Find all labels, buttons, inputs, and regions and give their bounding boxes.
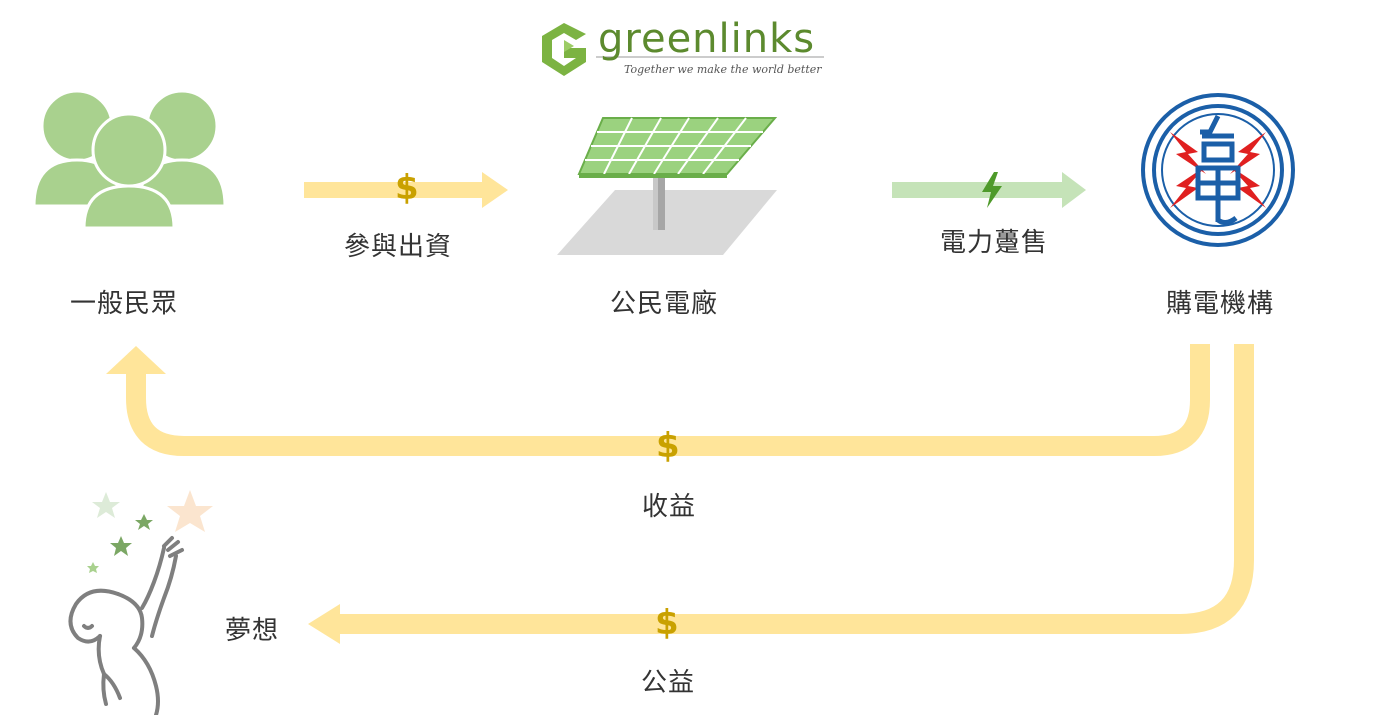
- income-arrow-head: [106, 346, 166, 374]
- logo-tagline: Together we make the world better: [624, 63, 822, 76]
- invest-dollar-icon: $: [395, 168, 419, 208]
- flow-invest-label: 參與出資: [344, 232, 453, 262]
- charity-arrow-head: [308, 604, 340, 644]
- charity-dollar-icon: $: [655, 603, 679, 643]
- node-public-label: 一般民眾: [70, 289, 179, 319]
- flow-charity-label: 公益: [641, 668, 696, 698]
- greenlinks-logo: greenlinks Together we make the world be…: [534, 16, 834, 82]
- node-buyer-label: 購電機構: [1166, 289, 1275, 319]
- star-icon: [135, 514, 153, 530]
- invest-arrow: [304, 172, 508, 208]
- utility-logo-icon: [1140, 92, 1296, 248]
- power-arrow: [892, 172, 1086, 208]
- star-icon: [110, 536, 132, 556]
- flow-income-label: 收益: [642, 492, 697, 522]
- logo-brand: greenlinks: [598, 16, 816, 62]
- flow-dream-label: 夢想: [225, 616, 280, 646]
- charity-arrow: [336, 344, 1254, 634]
- star-icon: [87, 562, 99, 573]
- income-arrow: [126, 344, 1210, 456]
- greenlinks-mark-icon: [542, 23, 824, 76]
- child-with-stars-icon: [60, 486, 230, 717]
- lightning-icon: [982, 172, 1002, 208]
- flow-sell-label: 電力躉售: [940, 228, 1049, 258]
- node-plant-label: 公民電廠: [610, 289, 719, 319]
- star-icon: [92, 492, 120, 518]
- income-dollar-icon: $: [656, 426, 680, 466]
- star-icon: [167, 490, 213, 532]
- people-icon: [32, 88, 232, 230]
- solar-panel-icon: [555, 112, 780, 258]
